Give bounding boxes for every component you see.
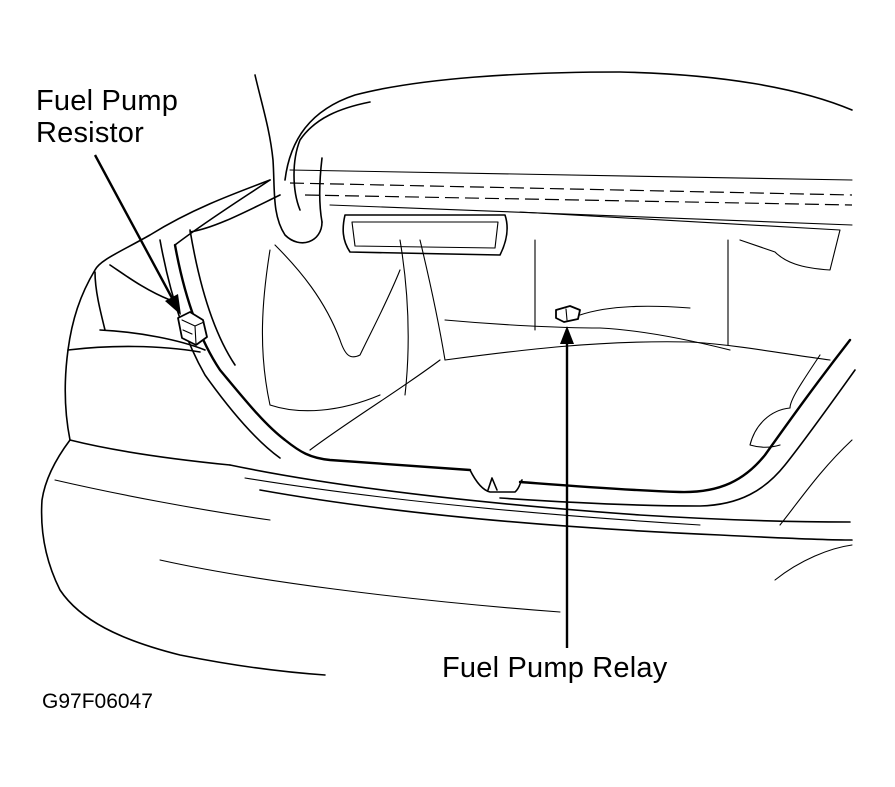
fuel-pump-resistor-label-line2: Resistor [36, 117, 144, 149]
trunk-interior [261, 239, 831, 451]
fuel-pump-resistor-label-line1: Fuel Pump [36, 85, 179, 117]
relay-leader-line [560, 326, 574, 648]
resistor-leader-line [93, 154, 181, 315]
lid-panel [342, 214, 508, 256]
fuel-pump-relay-part [555, 305, 581, 323]
trunk-lid [254, 71, 853, 271]
fuel-pump-relay-label: Fuel Pump Relay [442, 652, 668, 684]
car-body [40, 179, 853, 676]
fuel-pump-resistor-part [177, 311, 208, 346]
figure-id: G97F06047 [42, 690, 153, 713]
fuel-pump-resistor-label: Fuel Pump Resistor [36, 85, 178, 149]
